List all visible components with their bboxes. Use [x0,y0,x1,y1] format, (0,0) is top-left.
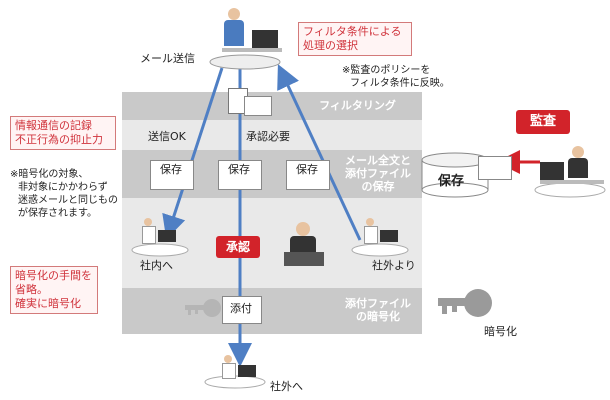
storage-cylinder [421,152,489,198]
external-recipient-person-icon [220,355,260,383]
attach-label: 添付 [228,302,254,315]
approve-badge: 承認 [216,236,260,258]
encrypt-band [122,288,422,334]
send-ok-label: 送信OK [148,130,186,143]
policy-note: ※監査のポリシーを フィルタ条件に反映。 [342,65,450,89]
save-label-1: 保存 [158,163,184,176]
encryption-label: 暗号化 [484,325,517,338]
key-icon-left [185,299,221,317]
save-label-3: 保存 [294,163,320,176]
filtering-band [122,92,422,120]
auditor-person-icon [540,146,604,188]
external-person-icon [362,218,402,248]
save-band-label: メール全文と 添付ファイル の保存 [345,154,411,193]
external-to-label: 社外へ [270,380,303,393]
audit-badge: 監査 [516,110,570,134]
internal-pedestal [131,243,189,257]
filtering-label: フィルタリング [319,99,396,112]
external-pedestal [351,243,409,257]
internal-to-label: 社内へ [140,259,173,272]
storage-label: 保存 [438,174,465,189]
arrow-to-internal [162,67,224,240]
approval-band [122,120,422,150]
mail-send-label: メール送信 [140,52,195,65]
sender-person-icon [222,8,282,60]
arrow-from-external [277,64,362,241]
external-from-label: 社外より [372,259,416,272]
key-icon-right [438,289,492,317]
internal-person-icon [140,218,180,248]
record-callout: 情報通信の記録 不正行為の抑止力 [10,116,116,150]
encrypt-callout: 暗号化の手間を 省略。 確実に暗号化 [10,266,98,314]
storage-envelope-icon [478,156,512,180]
approval-required-label: 承認必要 [246,130,290,143]
filter-envelope-icon [244,96,272,116]
approver-person-icon [282,222,326,268]
encrypt-band-label: 添付ファイル の暗号化 [345,297,411,323]
save-label-2: 保存 [226,163,252,176]
filter-condition-callout: フィルタ条件による 処理の選択 [298,22,412,56]
encrypt-target-note: ※暗号化の対象、 非対象にかかわらず 迷惑メールと同じもの が保存されます。 [10,169,118,219]
top-pedestal [209,54,281,70]
